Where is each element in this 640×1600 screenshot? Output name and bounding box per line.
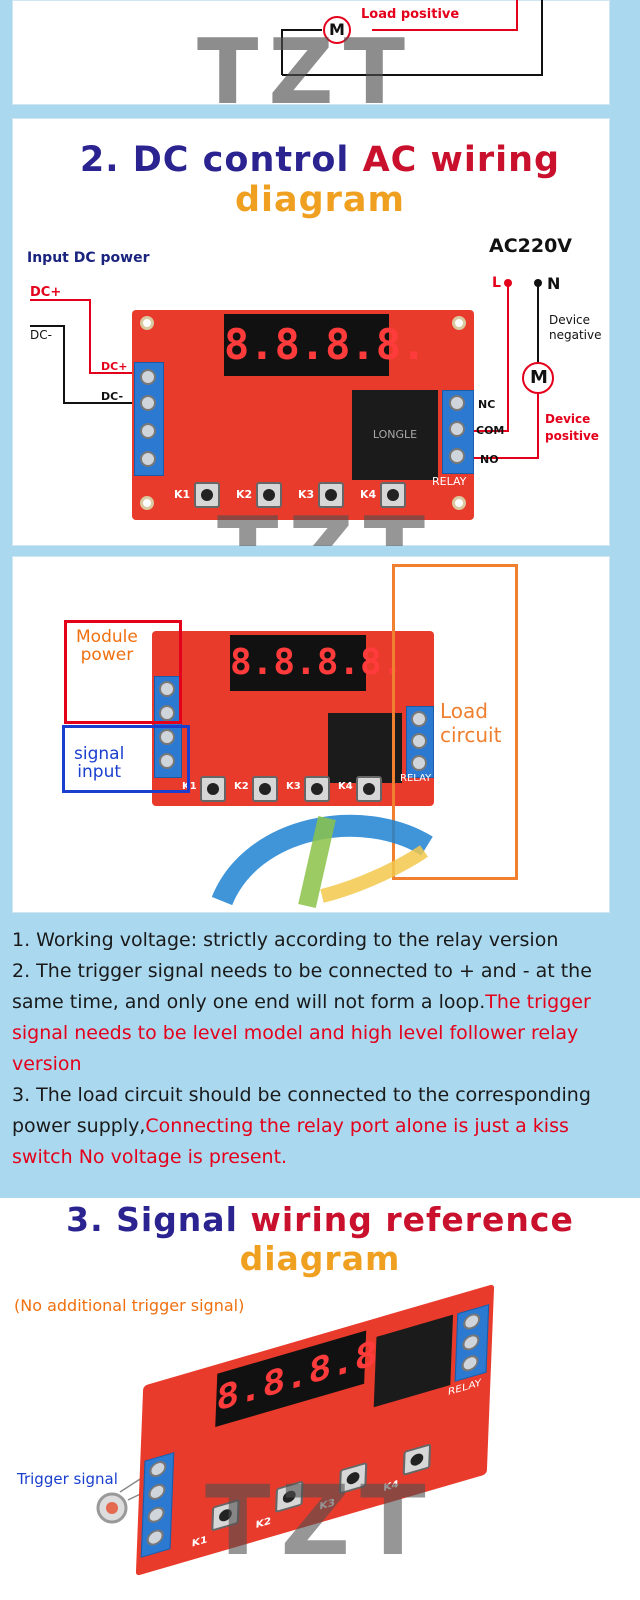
n-label: N [547,274,561,293]
note-3: 3. The load circuit should be connected … [12,1080,632,1173]
load-circuit-label: Load circuit [440,699,502,747]
key-k3-label: K3 [298,488,315,501]
relay-component: LONGLE [352,390,438,480]
module-power-label: Module power [76,627,138,665]
relay-component-3 [373,1314,454,1408]
module-power-box [64,620,182,724]
load-positive-label: Load positive [361,7,460,22]
tzt-watermark: TZT [217,498,435,546]
section1-wiring [281,0,543,76]
key-k1-2 [200,776,226,802]
motor-symbol: M [329,20,345,39]
nc-label: NC [478,398,496,411]
input-terminal-block-3 [140,1452,175,1558]
inner-dc-plus-label: DC+ [101,360,128,373]
input-dc-power-label: Input DC power [27,250,150,266]
key-k1 [194,482,220,508]
mount-hole [452,316,466,330]
note-1: 1. Working voltage: strictly according t… [12,929,559,951]
mount-hole [140,496,154,510]
section3-title: 3. Signal wiring reference diagram [0,1200,640,1278]
no-label: NO [480,453,499,466]
no-trigger-label: (No additional trigger signal) [14,1296,245,1315]
note-2-red: The trigger signal needs to be level mod… [12,991,591,1075]
key-k2-2-label: K2 [234,781,249,792]
note-3-red: Connecting the relay port alone is just … [12,1115,569,1168]
section2-title-part3: diagram [234,180,406,220]
led-display: 8.8.8.8. [224,314,426,376]
relay-module-board: 8.8.8.8. LONGLE DC+ DC- NC COM NO RELAY … [101,310,504,520]
section2-wiring [30,279,554,459]
tzt-watermark: TZT [197,20,416,105]
section3-title-part3: diagram [239,1239,401,1278]
relay-terminal-block [442,390,474,474]
key-k2-2 [252,776,278,802]
key-k4 [380,482,406,508]
key-k4-2 [356,776,382,802]
section2-title-part1: 2. DC control [79,140,363,180]
mount-hole [140,316,154,330]
section2-title: 2. DC control AC wiring diagram [12,140,610,220]
led-display-2: 8.8.8.8. [230,635,403,691]
device-positive-label: Device positive [545,412,599,443]
ac220v-label: AC220V [489,235,573,257]
motor-symbol-ac: M [530,367,548,388]
section3-title-part2: wiring reference [250,1200,574,1239]
key-k3-2 [304,776,330,802]
dc-plus-label: DC+ [30,285,62,300]
key-k3 [318,482,344,508]
device-negative-label: Device negative [549,313,602,342]
relay-label-3: RELAY [447,1377,482,1399]
mount-hole [452,496,466,510]
tzt-watermark: TZT [205,1465,436,1577]
key-k2-label: K2 [236,488,253,501]
tzt-logo-swoosh [212,814,433,908]
signal-input-label: signal input [74,744,125,782]
signal-input-box [62,725,190,793]
input-terminal-block [134,362,164,476]
key-k3-2-label: K3 [286,781,301,792]
load-circuit-box [392,564,518,880]
note-3-text: 3. The load circuit should be connected … [12,1084,591,1137]
section2-title-part2: AC wiring [362,140,561,180]
section3-title-part1: 3. Signal [66,1200,251,1239]
section2b-panel: 8.8.8.8. RELAY K1 K2 K3 K4 Module power … [12,556,610,913]
section2-panel: 2. DC control AC wiring diagram Input DC… [12,118,610,546]
relay-component-2 [328,713,402,783]
com-label: COM [476,424,505,437]
dc-minus-label: DC- [30,328,52,342]
notes-block: 1. Working voltage: strictly according t… [12,925,632,1173]
key-k4-label: K4 [360,488,377,501]
inner-dc-minus-label: DC- [101,390,124,403]
note-2: 2. The trigger signal needs to be connec… [12,956,632,1080]
relay-label-2: RELAY [400,773,432,784]
section1-panel: M Load positive TZT [12,0,610,105]
key-k1-label: K1 [174,488,191,501]
l-label: L [492,275,501,291]
key-k2 [256,482,282,508]
note-2-text: 2. The trigger signal needs to be connec… [12,960,592,1013]
relay-label: RELAY [432,475,467,488]
trigger-signal-label: Trigger signal [17,1470,118,1488]
relay-terminal-block-2 [406,706,434,778]
relay-terminal-block-3 [454,1304,490,1382]
key-k4-2-label: K4 [338,781,353,792]
